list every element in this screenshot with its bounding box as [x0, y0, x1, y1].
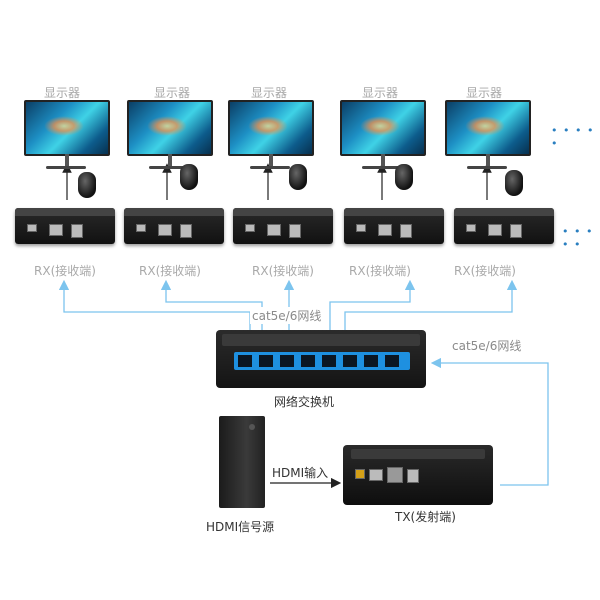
- mouse-2: [180, 164, 198, 190]
- cable-rx1: [58, 279, 251, 330]
- tx-device: [343, 445, 493, 505]
- rx-label-4: RX(接收端): [349, 264, 411, 278]
- cable-label-top: cat5e/6网线: [250, 307, 324, 324]
- network-switch: [216, 330, 426, 388]
- monitor-label-2: 显示器: [153, 86, 190, 100]
- mouse-4: [395, 164, 413, 190]
- rx-device-4: [344, 208, 444, 244]
- tx-label: TX(发射端): [395, 510, 456, 524]
- cable-rx2: [160, 279, 263, 330]
- rx-device-3: [233, 208, 333, 244]
- rx-device-2: [124, 208, 224, 244]
- monitor-label-5: 显示器: [465, 86, 502, 100]
- ellipsis-top: • • • • •: [551, 124, 595, 150]
- cable-label-side: cat5e/6网线: [452, 339, 522, 353]
- ellipsis-rx: • • • • •: [562, 225, 594, 251]
- switch-label: 网络交换机: [274, 395, 335, 409]
- rx-device-5: [454, 208, 554, 244]
- rx-label-3: RX(接收端): [252, 264, 314, 278]
- monitor-label-3: 显示器: [250, 86, 287, 100]
- source-label: HDMI信号源: [206, 520, 275, 534]
- rx-label-2: RX(接收端): [139, 264, 201, 278]
- cable-rx4: [329, 279, 416, 330]
- cable-rx5: [344, 279, 518, 330]
- rx-label-1: RX(接收端): [34, 264, 96, 278]
- pc-tower: [219, 416, 265, 508]
- mouse-3: [289, 164, 307, 190]
- cable-tx-switch: [430, 357, 549, 486]
- mouse-5: [505, 170, 523, 196]
- rx-label-5: RX(接收端): [454, 264, 516, 278]
- monitor-label-1: 显示器: [43, 86, 80, 100]
- hdmi-input-label: HDMI输入: [272, 466, 329, 480]
- monitor-label-4: 显示器: [361, 86, 398, 100]
- mouse-1: [78, 172, 96, 198]
- rx-device-1: [15, 208, 115, 244]
